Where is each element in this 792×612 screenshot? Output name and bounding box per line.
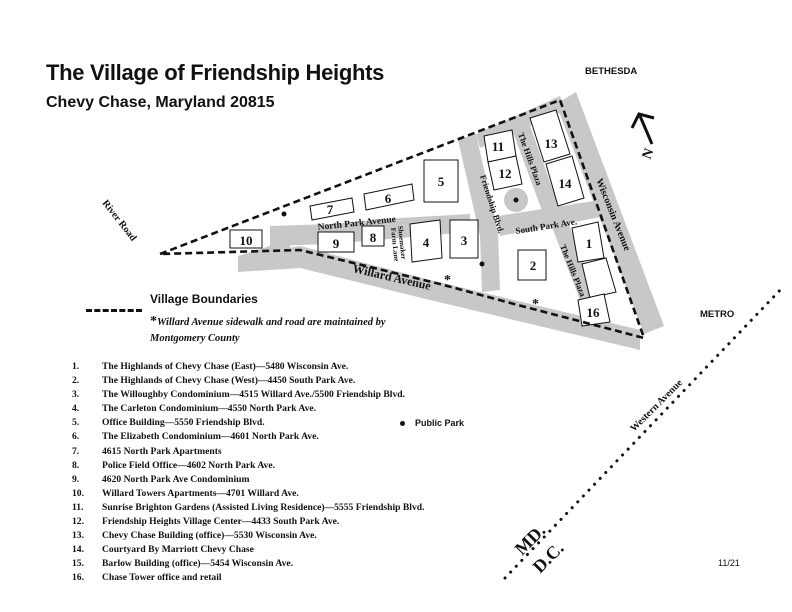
hills-plaza-road-north: [510, 120, 560, 216]
building-number: 11: [492, 139, 504, 154]
building-number: 1: [586, 236, 593, 251]
boundary-legend-swatch: [86, 309, 142, 312]
buildings: [229, 109, 617, 327]
north-arrow-icon: [630, 112, 655, 145]
building-8: [361, 225, 385, 247]
map-asterisk: *: [444, 273, 451, 288]
roads: [238, 92, 664, 350]
friendship-blvd-road: [458, 134, 500, 292]
list-item: 10.Willard Towers Apartments—4701 Willar…: [72, 487, 299, 499]
western-avenue-line: [503, 284, 786, 580]
building-numbers: 10 9 8 7 6 5 4 3 11 12 13 14 1 2 16: [240, 136, 601, 320]
list-item: 11.Sunrise Brighton Gardens (Assisted Li…: [72, 501, 425, 513]
bethesda-label: BETHESDA: [585, 66, 637, 77]
building-7: [309, 197, 355, 221]
note-text: Willard Avenue sidewalk and road are mai…: [150, 317, 386, 344]
list-item: 5.Office Building—5550 Friendship Blvd.: [72, 417, 265, 429]
building-3: [449, 219, 479, 259]
map-asterisk: *: [532, 297, 539, 312]
public-park-label: Public Park: [415, 418, 465, 428]
wisconsin-avenue-road: [556, 92, 664, 334]
building-6: [363, 183, 415, 211]
building-14: [545, 155, 585, 207]
building-number: 6: [385, 191, 392, 206]
shoemaker-label: Shoemaker: [396, 225, 407, 259]
farm-lane-label: Farm Lane: [389, 227, 400, 261]
map-title: The Village of Friendship Heights: [46, 60, 385, 85]
list-item: 9.4620 North Park Ave Condominium: [72, 473, 250, 485]
building-number: 8: [370, 230, 377, 245]
list-item: 1.The Highlands of Chevy Chase (East)—54…: [72, 361, 349, 372]
building-number: 16: [587, 305, 601, 320]
building-number: 9: [333, 236, 340, 251]
building-13: [529, 109, 571, 163]
date-code: 11/21: [718, 558, 740, 568]
list-item: 3.The Willoughby Condominium—4515 Willar…: [72, 389, 405, 401]
north-label: N: [640, 146, 658, 161]
building-number: 3: [461, 233, 468, 248]
south-park-road: [498, 200, 606, 236]
list-item: 12.Friendship Heights Village Center—443…: [72, 516, 340, 528]
building-number: 5: [438, 174, 445, 189]
parks: [281, 197, 519, 267]
river-road-label: River Road: [100, 198, 139, 244]
park-dot-icon: [400, 421, 405, 427]
list-item: 2.The Highlands of Chevy Chase (West)—44…: [72, 375, 356, 387]
building-2: [517, 249, 547, 281]
note-asterisk: *: [150, 314, 157, 329]
building-12: [487, 155, 523, 191]
building-16: [577, 293, 611, 327]
list-item: 8.Police Field Office—4602 North Park Av…: [72, 459, 276, 471]
building-5: [423, 159, 459, 203]
building-9: [317, 231, 355, 253]
public-park-legend: Public Park: [400, 418, 464, 428]
list-item: 6.The Elizabeth Condominium—4601 North P…: [72, 431, 319, 443]
willard-stub: [238, 226, 290, 272]
building-number: 4: [423, 235, 430, 250]
metro-label: METRO: [700, 309, 734, 320]
map-subtitle: Chevy Chase, Maryland 20815: [46, 94, 275, 111]
boundary-legend-label: Village Boundaries: [150, 292, 258, 306]
park-dot: [479, 261, 485, 267]
building-number: 7: [327, 202, 334, 217]
park-dot: [281, 211, 287, 217]
building-number: 2: [530, 258, 537, 273]
list-item: 16.Chase Tower office and retail: [72, 572, 222, 584]
building-number: 12: [499, 166, 512, 181]
willard-maintenance-note: *Willard Avenue sidewalk and road are ma…: [150, 314, 410, 347]
building-number: 14: [559, 176, 573, 191]
list-item: 7.4615 North Park Apartments: [72, 445, 222, 457]
western-avenue-label: Western Avenue: [628, 377, 685, 434]
list-item: 4.The Carleton Condominium—4550 North Pa…: [72, 403, 317, 415]
list-item: 15.Barlow Building (office)—5454 Wiscons…: [72, 558, 294, 570]
building-list: 1.The Highlands of Chevy Chase (East)—54…: [72, 360, 425, 586]
park-dot: [513, 197, 519, 203]
list-item: 14.Courtyard By Marriott Chevy Chase: [72, 544, 254, 556]
village-boundary: [159, 98, 647, 340]
building-number: 13: [545, 136, 559, 151]
list-item: 13.Chevy Chase Building (office)—5530 Wi…: [72, 530, 317, 542]
building-10: [229, 229, 263, 249]
willard-avenue-road: [238, 246, 640, 350]
building-4: [409, 219, 443, 263]
building-number: 10: [240, 233, 253, 248]
building-15: [581, 257, 617, 299]
